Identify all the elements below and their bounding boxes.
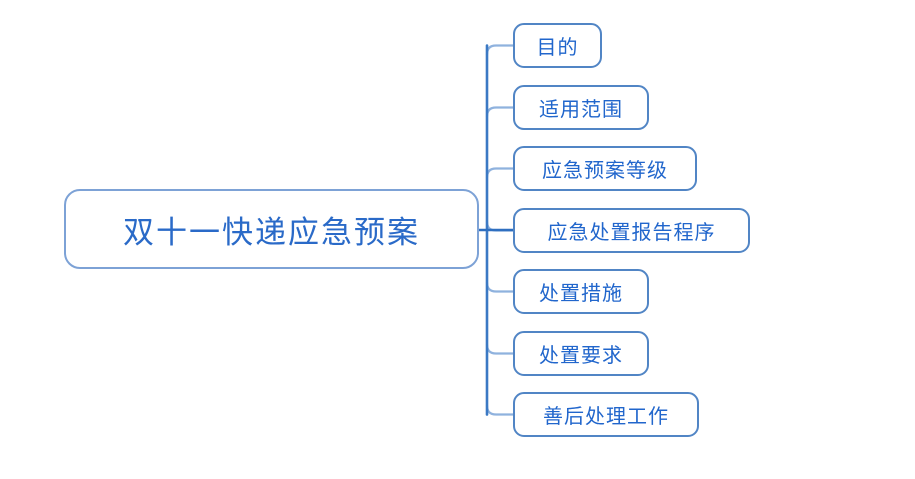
branch-node-label: 目的 bbox=[536, 35, 579, 59]
branch-node-2[interactable]: 适用范围 bbox=[513, 85, 649, 130]
branch-connector-3 bbox=[485, 167, 515, 179]
branch-node-6[interactable]: 处置要求 bbox=[513, 331, 649, 376]
branch-node-label: 适用范围 bbox=[539, 97, 623, 121]
root-node-label: 双十一快递应急预案 bbox=[123, 214, 420, 251]
branch-connector-6 bbox=[485, 343, 515, 355]
branch-node-4[interactable]: 应急处置报告程序 bbox=[513, 208, 750, 253]
branch-node-label: 处置要求 bbox=[539, 343, 623, 367]
branch-connector-2 bbox=[485, 106, 515, 118]
branch-connector-7 bbox=[485, 404, 515, 416]
branch-node-7[interactable]: 善后处理工作 bbox=[513, 392, 699, 437]
branch-node-5[interactable]: 处置措施 bbox=[513, 269, 649, 314]
branch-connector-group bbox=[485, 44, 515, 416]
branch-connector-1 bbox=[485, 44, 515, 56]
branch-node-label: 善后处理工作 bbox=[543, 404, 669, 428]
branch-connector-4 bbox=[485, 220, 515, 232]
branch-connector-5 bbox=[485, 281, 515, 293]
branch-node-1[interactable]: 目的 bbox=[513, 23, 602, 68]
root-node[interactable]: 双十一快递应急预案 bbox=[64, 189, 479, 269]
branch-node-label: 处置措施 bbox=[539, 281, 623, 305]
branch-node-3[interactable]: 应急预案等级 bbox=[513, 146, 697, 191]
branch-node-label: 应急处置报告程序 bbox=[547, 220, 716, 244]
branch-node-label: 应急预案等级 bbox=[542, 158, 668, 182]
